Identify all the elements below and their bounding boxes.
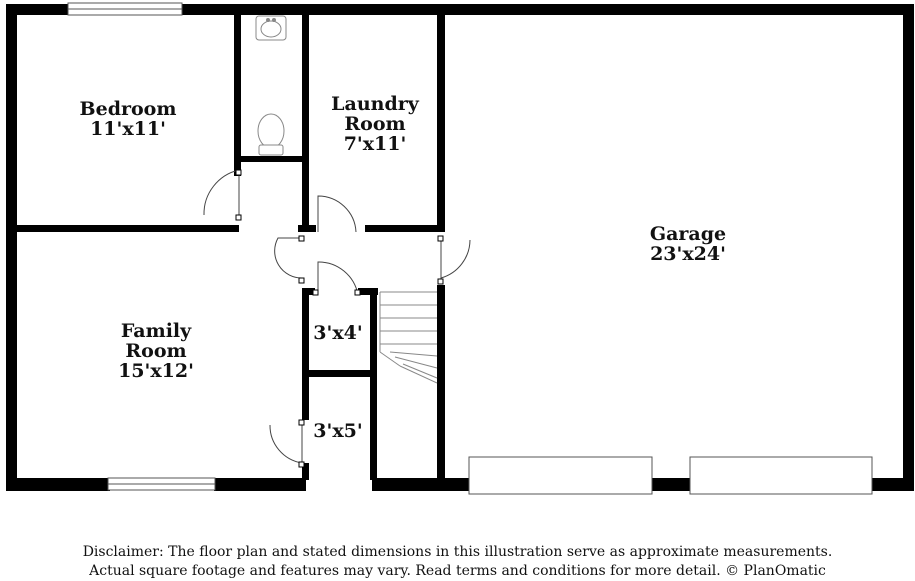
wall-laundry-bottom	[365, 225, 445, 232]
wall-bedroom-bath-divider	[234, 14, 241, 176]
wall-laundry-garage-divider	[437, 14, 445, 232]
wall-bottom-mid	[214, 478, 306, 491]
laundry-name-line2: Room	[344, 113, 406, 135]
garage-dims: 23'x24'	[650, 243, 726, 265]
closet-b-door	[269, 424, 303, 464]
wall-bedroom-bottom	[14, 225, 239, 232]
closet-b-label: 3'x5'	[306, 421, 370, 441]
wall-closet-top-right	[358, 288, 378, 295]
wall-bottom-stair	[372, 478, 470, 491]
disclaimer-line1: Disclaimer: The floor plan and stated di…	[82, 544, 833, 560]
wall-left	[6, 4, 17, 491]
wall-bottom-garage-right	[872, 478, 914, 491]
bath-fixtures	[255, 15, 287, 156]
wall-bath-bottom	[234, 156, 304, 162]
exterior-walls	[6, 4, 914, 491]
family-room-door	[274, 237, 303, 279]
family-dims: 15'x12'	[118, 360, 194, 382]
wall-garage-lower	[437, 285, 445, 480]
wall-closet-top	[302, 288, 315, 295]
garage-door-left	[468, 456, 653, 495]
wall-closet-right	[370, 288, 377, 480]
wall-bath-laundry-divider	[302, 14, 309, 232]
bedroom-dims: 11'x11'	[90, 118, 166, 140]
garage-label: Garage 23'x24'	[618, 224, 758, 264]
wall-bottom-left	[6, 478, 110, 491]
interior-walls	[14, 14, 445, 480]
wall-bottom-garage-mid	[652, 478, 690, 491]
wall-right	[903, 4, 914, 491]
garage-entry-door	[440, 239, 471, 279]
wall-hall-stub	[298, 225, 316, 232]
bedroom-name: Bedroom	[79, 98, 177, 120]
wall-closet-left	[302, 288, 309, 420]
closet-a-label: 3'x4'	[306, 323, 370, 343]
disclaimer: Disclaimer: The floor plan and stated di…	[0, 543, 915, 581]
family-room-label: Family Room 15'x12'	[86, 321, 226, 381]
closet-a-door	[317, 261, 359, 296]
windows	[67, 2, 216, 491]
bedroom-door	[203, 169, 240, 216]
family-name-line2: Room	[125, 340, 187, 362]
garage-name: Garage	[649, 223, 727, 245]
laundry-dims: 7'x11'	[343, 133, 407, 155]
laundry-name-line1: Laundry	[331, 93, 419, 115]
disclaimer-line2: Actual square footage and features may v…	[89, 563, 826, 579]
closet-a-dims: 3'x4'	[313, 322, 363, 344]
wall-closet-left-low	[302, 463, 309, 480]
laundry-room-label: Laundry Room 7'x11'	[306, 94, 444, 154]
closet-b-dims: 3'x5'	[313, 420, 363, 442]
toilet	[257, 113, 285, 149]
garage-door-right	[689, 456, 873, 495]
wall-top	[6, 4, 912, 15]
laundry-door	[317, 195, 357, 233]
door-jambs	[235, 169, 444, 468]
doors	[203, 169, 471, 464]
garage-doors	[468, 456, 873, 495]
bedroom-label: Bedroom 11'x11'	[58, 99, 198, 139]
stairs	[379, 291, 438, 384]
wall-closet-divider	[302, 370, 377, 377]
family-name-line1: Family	[120, 320, 192, 342]
